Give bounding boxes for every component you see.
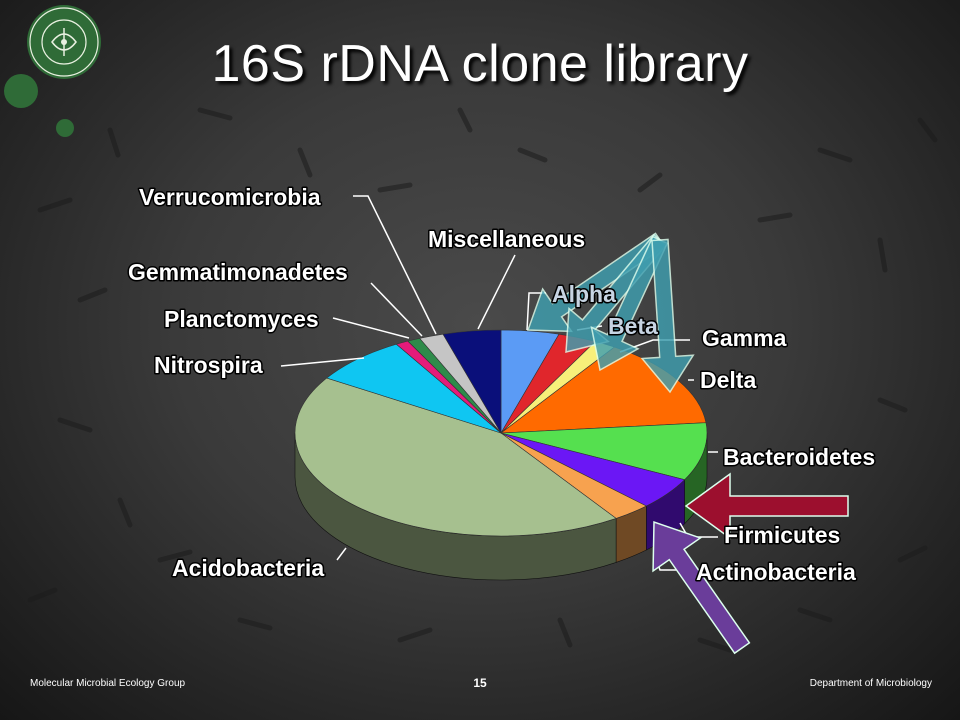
slice-label-firmicutes: Firmicutes (724, 522, 840, 548)
page-number: 15 (473, 676, 487, 690)
leader-line-acidobacteria (336, 547, 347, 561)
leader-line-alpha (526, 292, 546, 331)
slice-label-acidobacteria: Acidobacteria (172, 555, 324, 581)
slice-label-gemmatimonadetes: Gemmatimonadetes (128, 259, 348, 285)
slide-title: 16S rDNA clone library (211, 35, 749, 93)
arrow-actinobacteria-icon (652, 520, 751, 655)
leader-line-verrucomicrobia (353, 195, 437, 335)
pie-slice-acidobacteria (294, 377, 617, 537)
slice-label-delta: Delta (700, 367, 756, 393)
pie-slice-bacteroidetes (500, 422, 708, 481)
arrow-delta-icon (640, 238, 695, 394)
slice-label-gamma: Gamma (702, 325, 787, 351)
decorative-dot-small (56, 119, 74, 137)
university-seal-icon (27, 5, 101, 79)
pie-slice-miscellaneous (442, 329, 502, 435)
leader-line-planctomyces (332, 317, 410, 339)
leader-line-miscellaneous (477, 254, 516, 330)
slice-label-miscellaneous: Miscellaneous (428, 226, 585, 252)
slice-label-alpha: Alpha (552, 281, 616, 307)
slice-label-actinobacteria: Actinobacteria (696, 559, 856, 585)
slice-label-planctomyces: Planctomyces (164, 306, 319, 332)
slice-label-verrucomicrobia: Verrucomicrobia (139, 184, 321, 210)
arrow-firmicutes-icon (684, 472, 849, 540)
slice-label-bacteroidetes: Bacteroidetes (723, 444, 875, 470)
decorative-dot-large (4, 74, 38, 108)
footer-group-name: Molecular Microbial Ecology Group (30, 678, 186, 689)
slice-label-nitrospira: Nitrospira (154, 352, 263, 378)
footer-department: Department of Microbiology (809, 678, 932, 689)
leader-line-gemmatimonadetes (370, 282, 423, 337)
slice-label-beta: Beta (608, 313, 658, 339)
leader-line-nitrospira (280, 357, 365, 367)
